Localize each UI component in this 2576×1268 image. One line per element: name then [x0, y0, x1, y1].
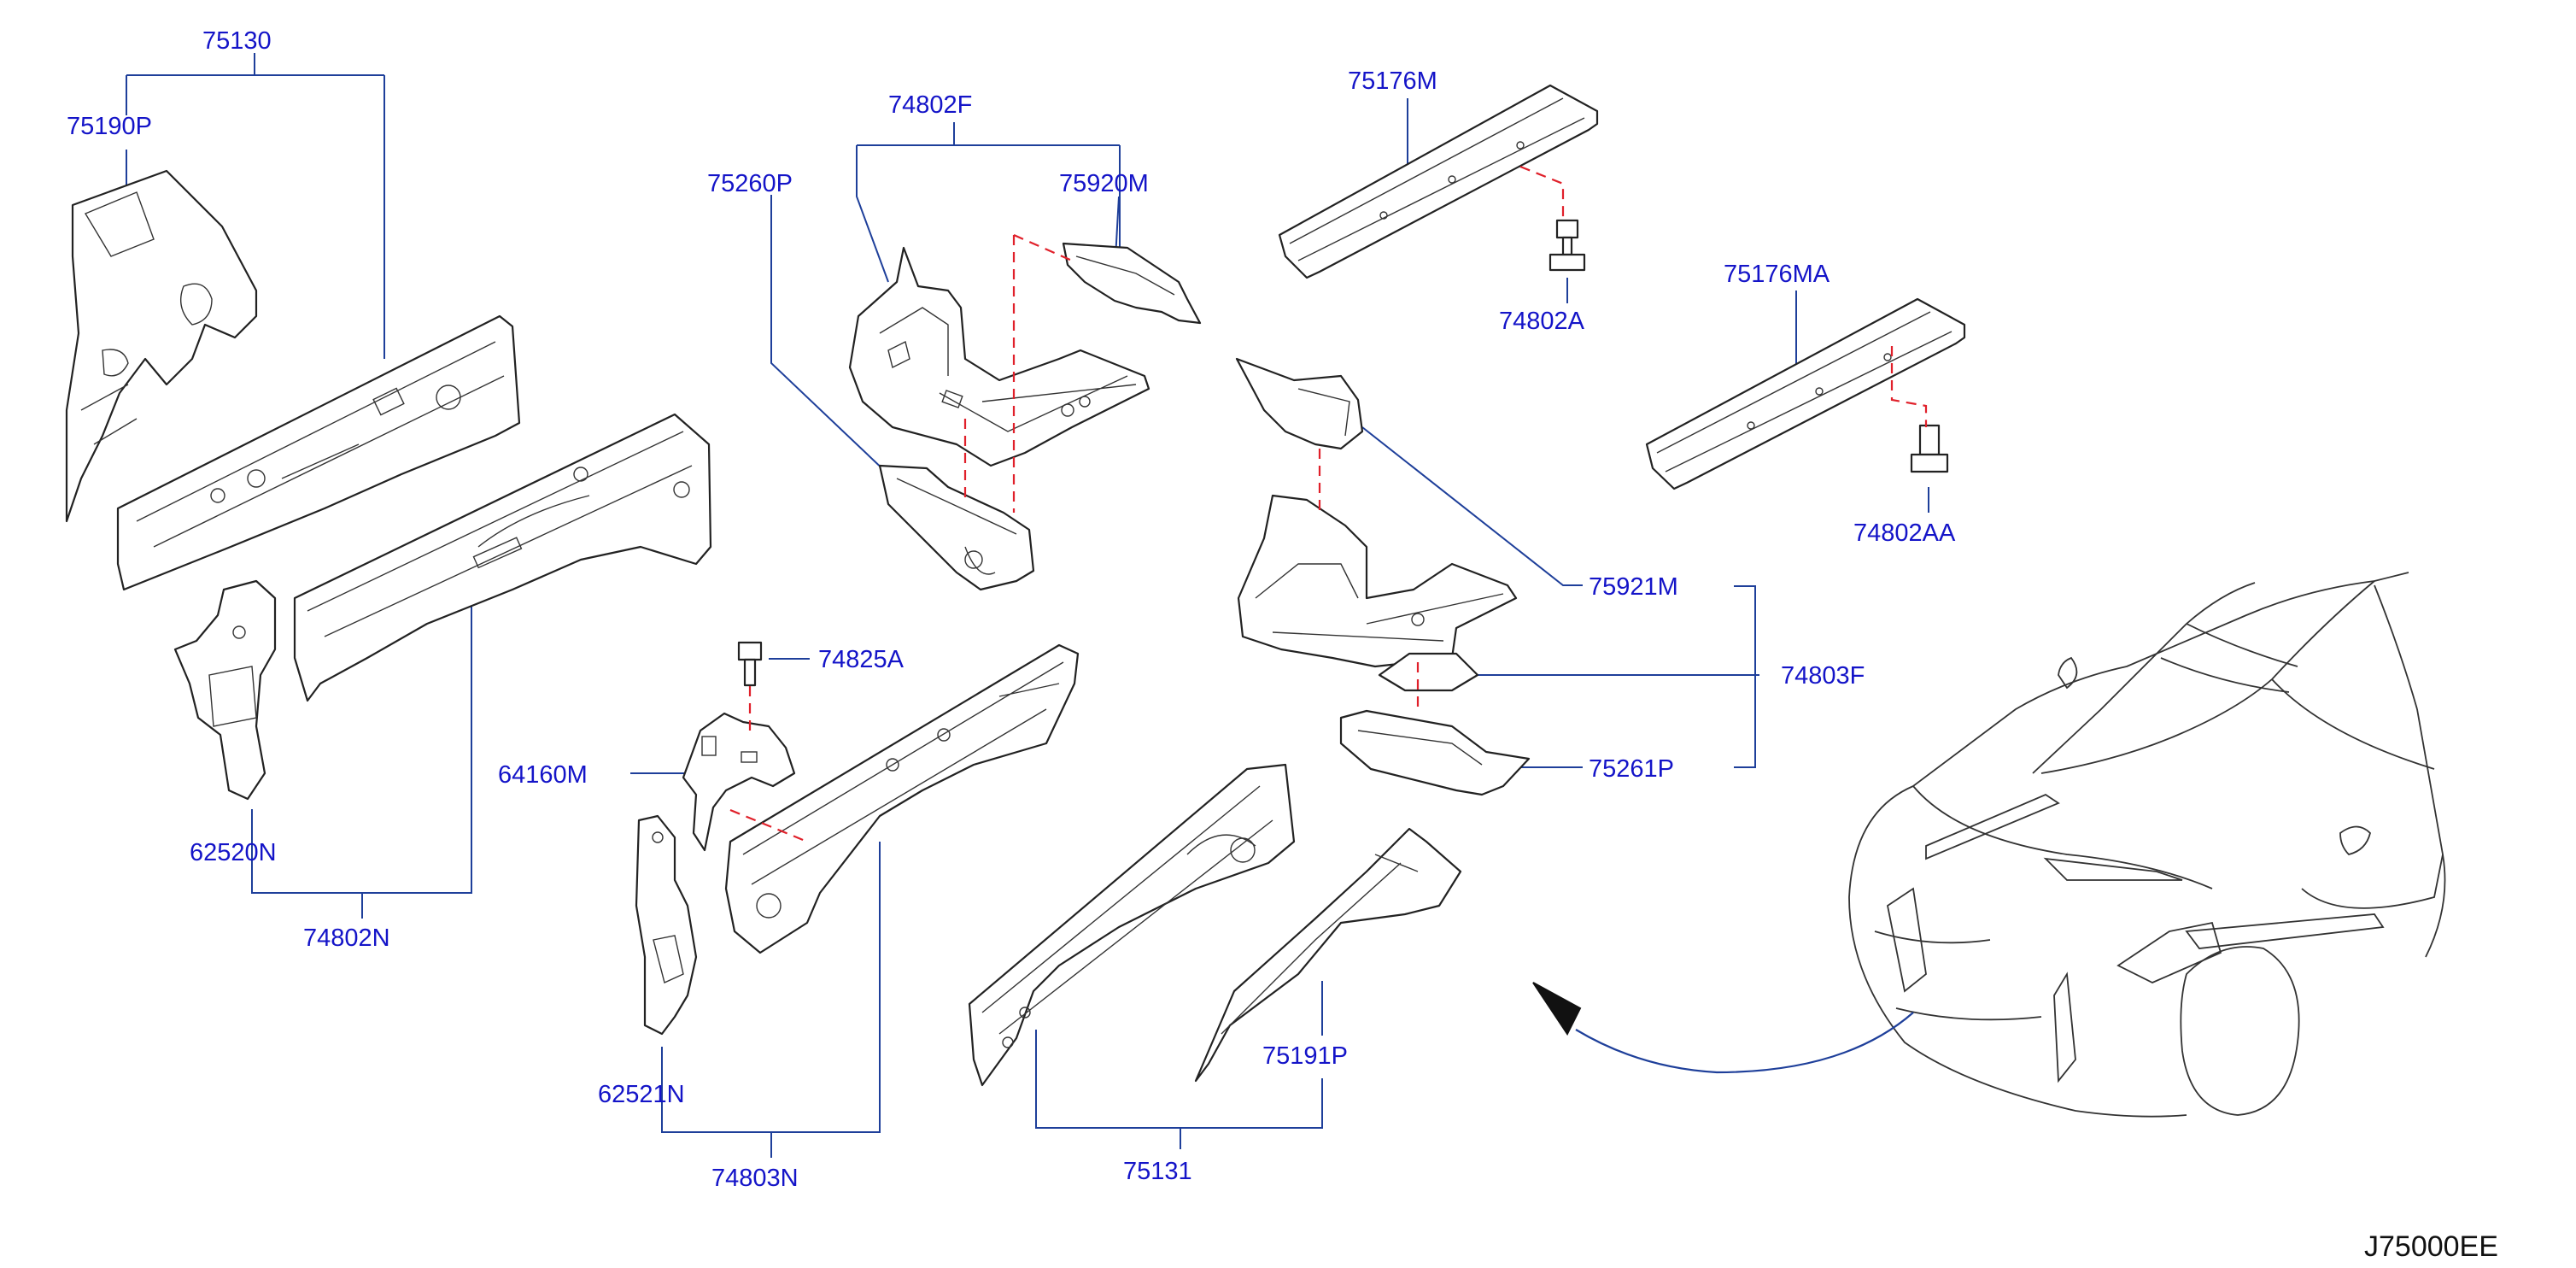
part-75261p [1339, 709, 1531, 796]
label-64160m: 64160M [498, 761, 588, 789]
part-75190p [65, 169, 258, 523]
part-75921m [1235, 357, 1364, 450]
part-75176ma [1645, 297, 1966, 490]
bolt-74802aa [1910, 424, 1949, 473]
part-75130 [116, 314, 521, 591]
label-74802aa: 74802AA [1853, 520, 1956, 547]
label-62521n: 62521N [598, 1081, 685, 1108]
part-62521n [635, 814, 698, 1036]
label-75920m: 75920M [1059, 170, 1149, 197]
label-74802a: 74802A [1499, 308, 1585, 335]
label-74803f: 74803F [1781, 662, 1865, 690]
label-62520n: 62520N [190, 839, 277, 866]
label-75190p: 75190P [67, 113, 152, 140]
vehicle-illustration [1848, 572, 2446, 1118]
label-75921m: 75921M [1589, 573, 1678, 601]
label-74825a: 74825A [818, 646, 905, 673]
label-75131: 75131 [1123, 1158, 1192, 1185]
arrowhead-icon [1532, 982, 1582, 1036]
part-74802n [293, 413, 712, 702]
part-64160m [682, 712, 796, 852]
part-labels: 75130 75190P 62520N 74802N 74802F 75260P… [67, 27, 2498, 1263]
part-62520n [173, 579, 277, 801]
label-75191p: 75191P [1262, 1042, 1348, 1070]
label-74802f: 74802F [888, 91, 972, 119]
bolt-74825a [737, 641, 763, 687]
view-arrow [1532, 982, 1914, 1074]
part-75131 [968, 763, 1296, 1087]
part-75176m [1278, 84, 1599, 279]
label-75176m: 75176M [1348, 68, 1437, 95]
label-74803n: 74803N [711, 1165, 799, 1192]
label-75130: 75130 [202, 27, 272, 55]
part-74803n [724, 643, 1080, 954]
part-75920m [1062, 242, 1202, 325]
diagram-reference-code: J75000EE [2364, 1230, 2498, 1263]
label-75176ma: 75176MA [1724, 261, 1830, 288]
label-74802n: 74802N [303, 925, 390, 952]
bolt-74802a [1549, 219, 1586, 272]
part-74802f [848, 246, 1150, 467]
label-75260p: 75260P [707, 170, 793, 197]
leader-lines [126, 53, 1929, 1158]
alignment-lines [729, 165, 1928, 843]
part-74803f [1237, 494, 1518, 692]
part-75191p [1194, 827, 1462, 1083]
part-75260p [878, 464, 1035, 591]
label-75261p: 75261P [1589, 755, 1674, 783]
